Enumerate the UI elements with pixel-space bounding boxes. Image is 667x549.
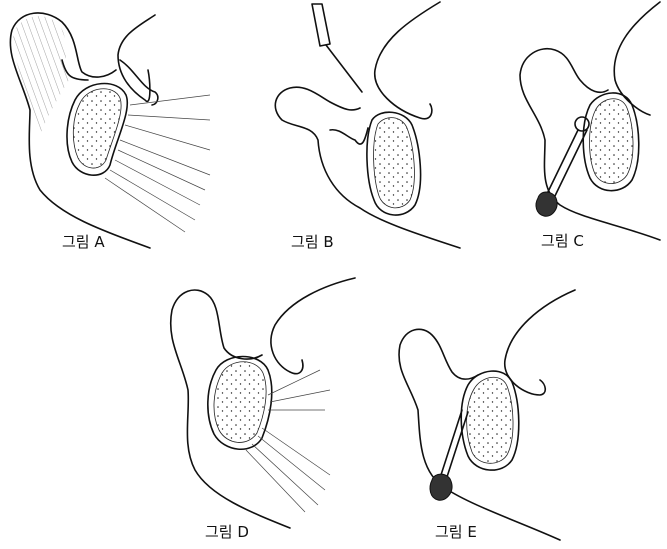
figure-a-hatched-tissue bbox=[13, 16, 70, 135]
figure-e: 그림 E bbox=[399, 290, 575, 541]
figure-a-fibers bbox=[105, 95, 210, 232]
figure-b-probe bbox=[326, 45, 362, 92]
figure-b-upper-curve bbox=[375, 2, 440, 119]
figure-b: 그림 B bbox=[275, 2, 460, 251]
figure-e-string-1 bbox=[440, 410, 462, 478]
figure-a-caption: 그림 A bbox=[62, 233, 105, 251]
figure-a: 그림 A bbox=[10, 13, 210, 251]
figure-c-ring bbox=[575, 117, 589, 131]
figure-d-upper-curve bbox=[271, 278, 355, 374]
figure-e-upper-curve bbox=[505, 290, 575, 395]
figure-b-flap bbox=[330, 128, 368, 144]
figure-b-instrument bbox=[312, 4, 330, 46]
figure-e-nodule-stipple bbox=[467, 377, 513, 463]
figure-e-caption: 그림 E bbox=[435, 523, 477, 541]
figure-c: 그림 C bbox=[520, 2, 660, 250]
figure-c-upper-curve bbox=[614, 2, 660, 115]
figure-c-string-2 bbox=[553, 130, 587, 200]
figure-d: 그림 D bbox=[171, 278, 355, 541]
figure-c-string-1 bbox=[545, 130, 578, 198]
figure-a-nodule-stipple bbox=[73, 89, 121, 168]
figure-b-caption: 그림 B bbox=[291, 233, 334, 251]
figure-d-caption: 그림 D bbox=[205, 523, 249, 541]
figure-c-caption: 그림 C bbox=[541, 232, 584, 250]
figure-e-knot bbox=[430, 474, 452, 500]
figure-c-nodule-stipple bbox=[590, 99, 634, 184]
figure-c-knot bbox=[536, 192, 557, 216]
